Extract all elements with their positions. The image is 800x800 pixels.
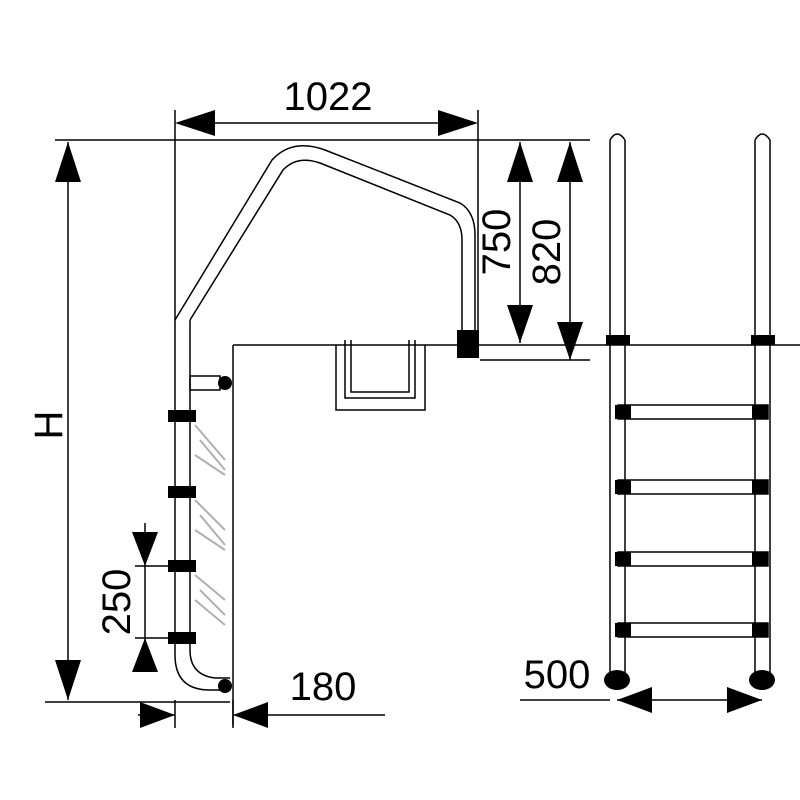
label-750: 750 xyxy=(475,209,519,276)
dimension-180 xyxy=(138,700,385,728)
dimension-820 xyxy=(480,142,590,361)
label-820: 820 xyxy=(525,219,569,286)
dimension-250 xyxy=(132,523,172,672)
label-250: 250 xyxy=(95,569,139,636)
side-handrail xyxy=(174,145,479,693)
dimension-1022 xyxy=(174,110,479,330)
side-step-clamps xyxy=(168,410,196,644)
dimension-500 xyxy=(520,687,762,713)
label-180: 180 xyxy=(290,665,357,709)
ghost-steps xyxy=(194,424,226,626)
skimmer-box xyxy=(335,340,426,411)
pool-wall xyxy=(232,344,800,725)
label-1022: 1022 xyxy=(284,75,373,119)
label-500: 500 xyxy=(524,653,591,697)
dimension-750 xyxy=(507,142,533,343)
front-steps xyxy=(615,404,769,638)
dimension-h xyxy=(45,139,590,703)
label-h: H xyxy=(27,411,71,440)
